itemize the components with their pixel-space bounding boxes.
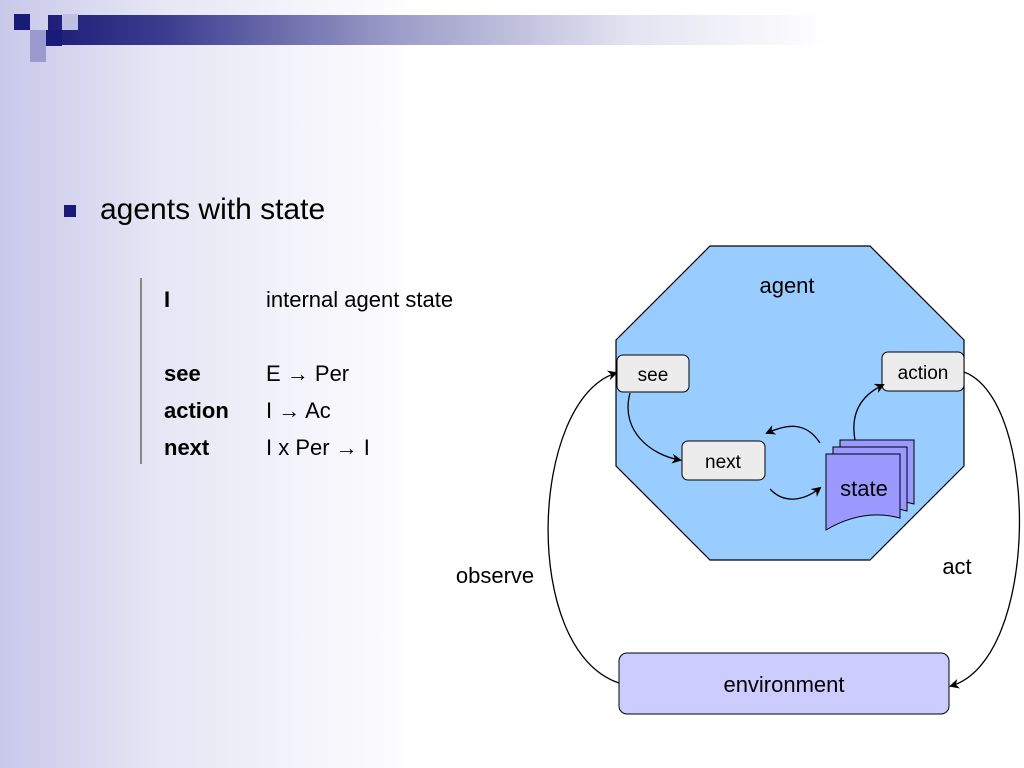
state-to-action-arrow — [853, 383, 885, 441]
definition-desc: internal agent state — [266, 287, 454, 312]
header-decor-square — [30, 46, 46, 62]
agent-label: agent — [759, 273, 814, 298]
header-decor-square — [30, 30, 46, 46]
definition-term: action — [164, 398, 229, 423]
definition-desc: I x Per → I — [266, 435, 370, 460]
state-to-next-arrow — [765, 425, 821, 444]
act-label: act — [942, 554, 971, 579]
action-box — [881, 351, 965, 392]
definition-desc: E → Per — [266, 361, 350, 386]
bullet-marker — [64, 205, 76, 217]
next-box — [681, 440, 766, 481]
definition-term: I — [164, 287, 171, 312]
see-to-next-arrow — [627, 392, 682, 464]
next-label: next — [705, 452, 742, 473]
definition-term: see — [164, 361, 201, 386]
environment-label: environment — [723, 672, 844, 697]
state-label: state — [840, 476, 888, 501]
header-decor-square — [62, 14, 78, 30]
observe-arrow — [547, 370, 620, 684]
action-label: action — [898, 363, 949, 384]
header-gradient-bar — [48, 15, 1024, 45]
observe-label: observe — [456, 563, 534, 588]
definitions-divider — [140, 278, 142, 464]
state-document-stack — [825, 439, 915, 531]
environment-box — [618, 652, 950, 715]
header-decor-square — [14, 14, 30, 30]
bullet-text: agents with state — [100, 193, 326, 226]
definition-term: next — [164, 435, 210, 460]
see-label: see — [638, 365, 669, 386]
act-arrow — [949, 371, 1021, 689]
header-decor-square — [46, 30, 62, 46]
definition-desc: I → Ac — [266, 398, 331, 423]
next-to-state-arrow — [769, 486, 822, 500]
